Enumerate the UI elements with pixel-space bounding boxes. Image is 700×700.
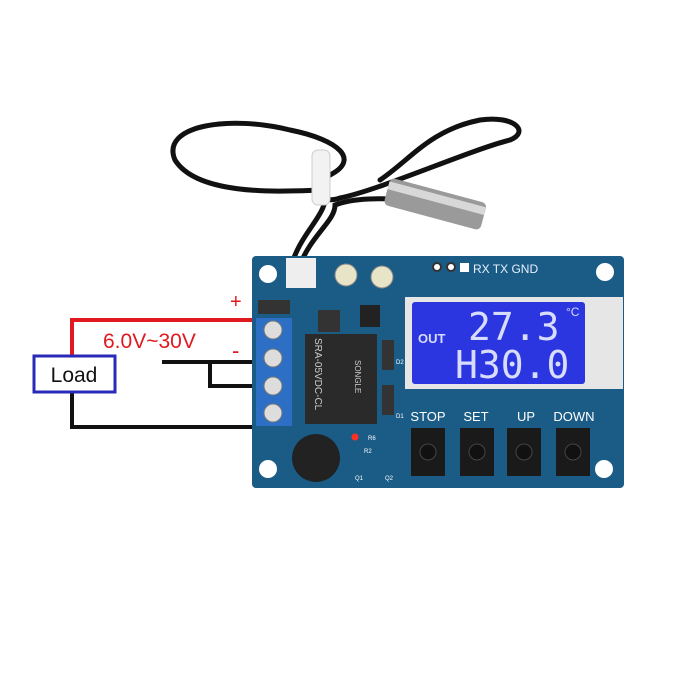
silk-q2: Q2 [385, 476, 394, 482]
relay [305, 334, 377, 424]
button-set-label: SET [463, 409, 488, 424]
plus-label: + [230, 291, 242, 313]
relay-label: SRA-05VDC-CL [312, 338, 323, 411]
capacitor [370, 265, 394, 289]
button-down-label: DOWN [553, 409, 594, 424]
lcd-setpoint: H30.0 [455, 343, 569, 387]
button-stop-label: STOP [410, 409, 445, 424]
load-box [32, 354, 117, 394]
lcd-mode: OUT [418, 331, 446, 346]
header-pin [432, 262, 442, 272]
buzzer [292, 434, 340, 482]
relay-brand: SONGLE [353, 360, 362, 393]
sensor-connector [286, 258, 316, 288]
red-wire [70, 318, 256, 356]
silk-d2: D2 [396, 360, 404, 366]
inductor [318, 310, 340, 332]
header-pin [446, 262, 456, 272]
button-up-label: UP [517, 409, 535, 424]
minus-label: - [232, 338, 239, 363]
silk-q1: Q1 [355, 476, 364, 482]
capacitor [334, 263, 358, 287]
wiring-diagram: Load 6.0V~30V + - [32, 291, 256, 429]
black-wire-load [70, 392, 256, 429]
sensor-cable [170, 116, 522, 273]
temperature-probe [384, 178, 487, 230]
header-label: RX TX GND [473, 262, 538, 276]
button-up[interactable]: UP [507, 409, 541, 476]
lcd-unit: °C [566, 305, 580, 319]
load-label: Load [51, 364, 98, 387]
silk-d1: D1 [396, 414, 404, 420]
voltage-label: 6.0V~30V [103, 330, 196, 353]
led-indicator [351, 433, 359, 441]
silk-r2: R2 [364, 449, 372, 455]
pcb-board: RX TX GND SRA-05VDC-CL SONGLE D1 D2 R6 R… [252, 256, 624, 488]
lcd-temperature: 27.3 [468, 305, 560, 349]
silk-r6: R6 [368, 436, 376, 442]
header-pin [460, 263, 469, 272]
cable-tie [311, 149, 331, 206]
lcd-screen [412, 302, 585, 384]
black-wire-bridge [208, 362, 256, 388]
button-set[interactable]: SET [460, 409, 494, 476]
button-stop[interactable]: STOP [410, 409, 446, 476]
button-down[interactable]: DOWN [553, 409, 595, 476]
ic-chip [360, 305, 380, 327]
